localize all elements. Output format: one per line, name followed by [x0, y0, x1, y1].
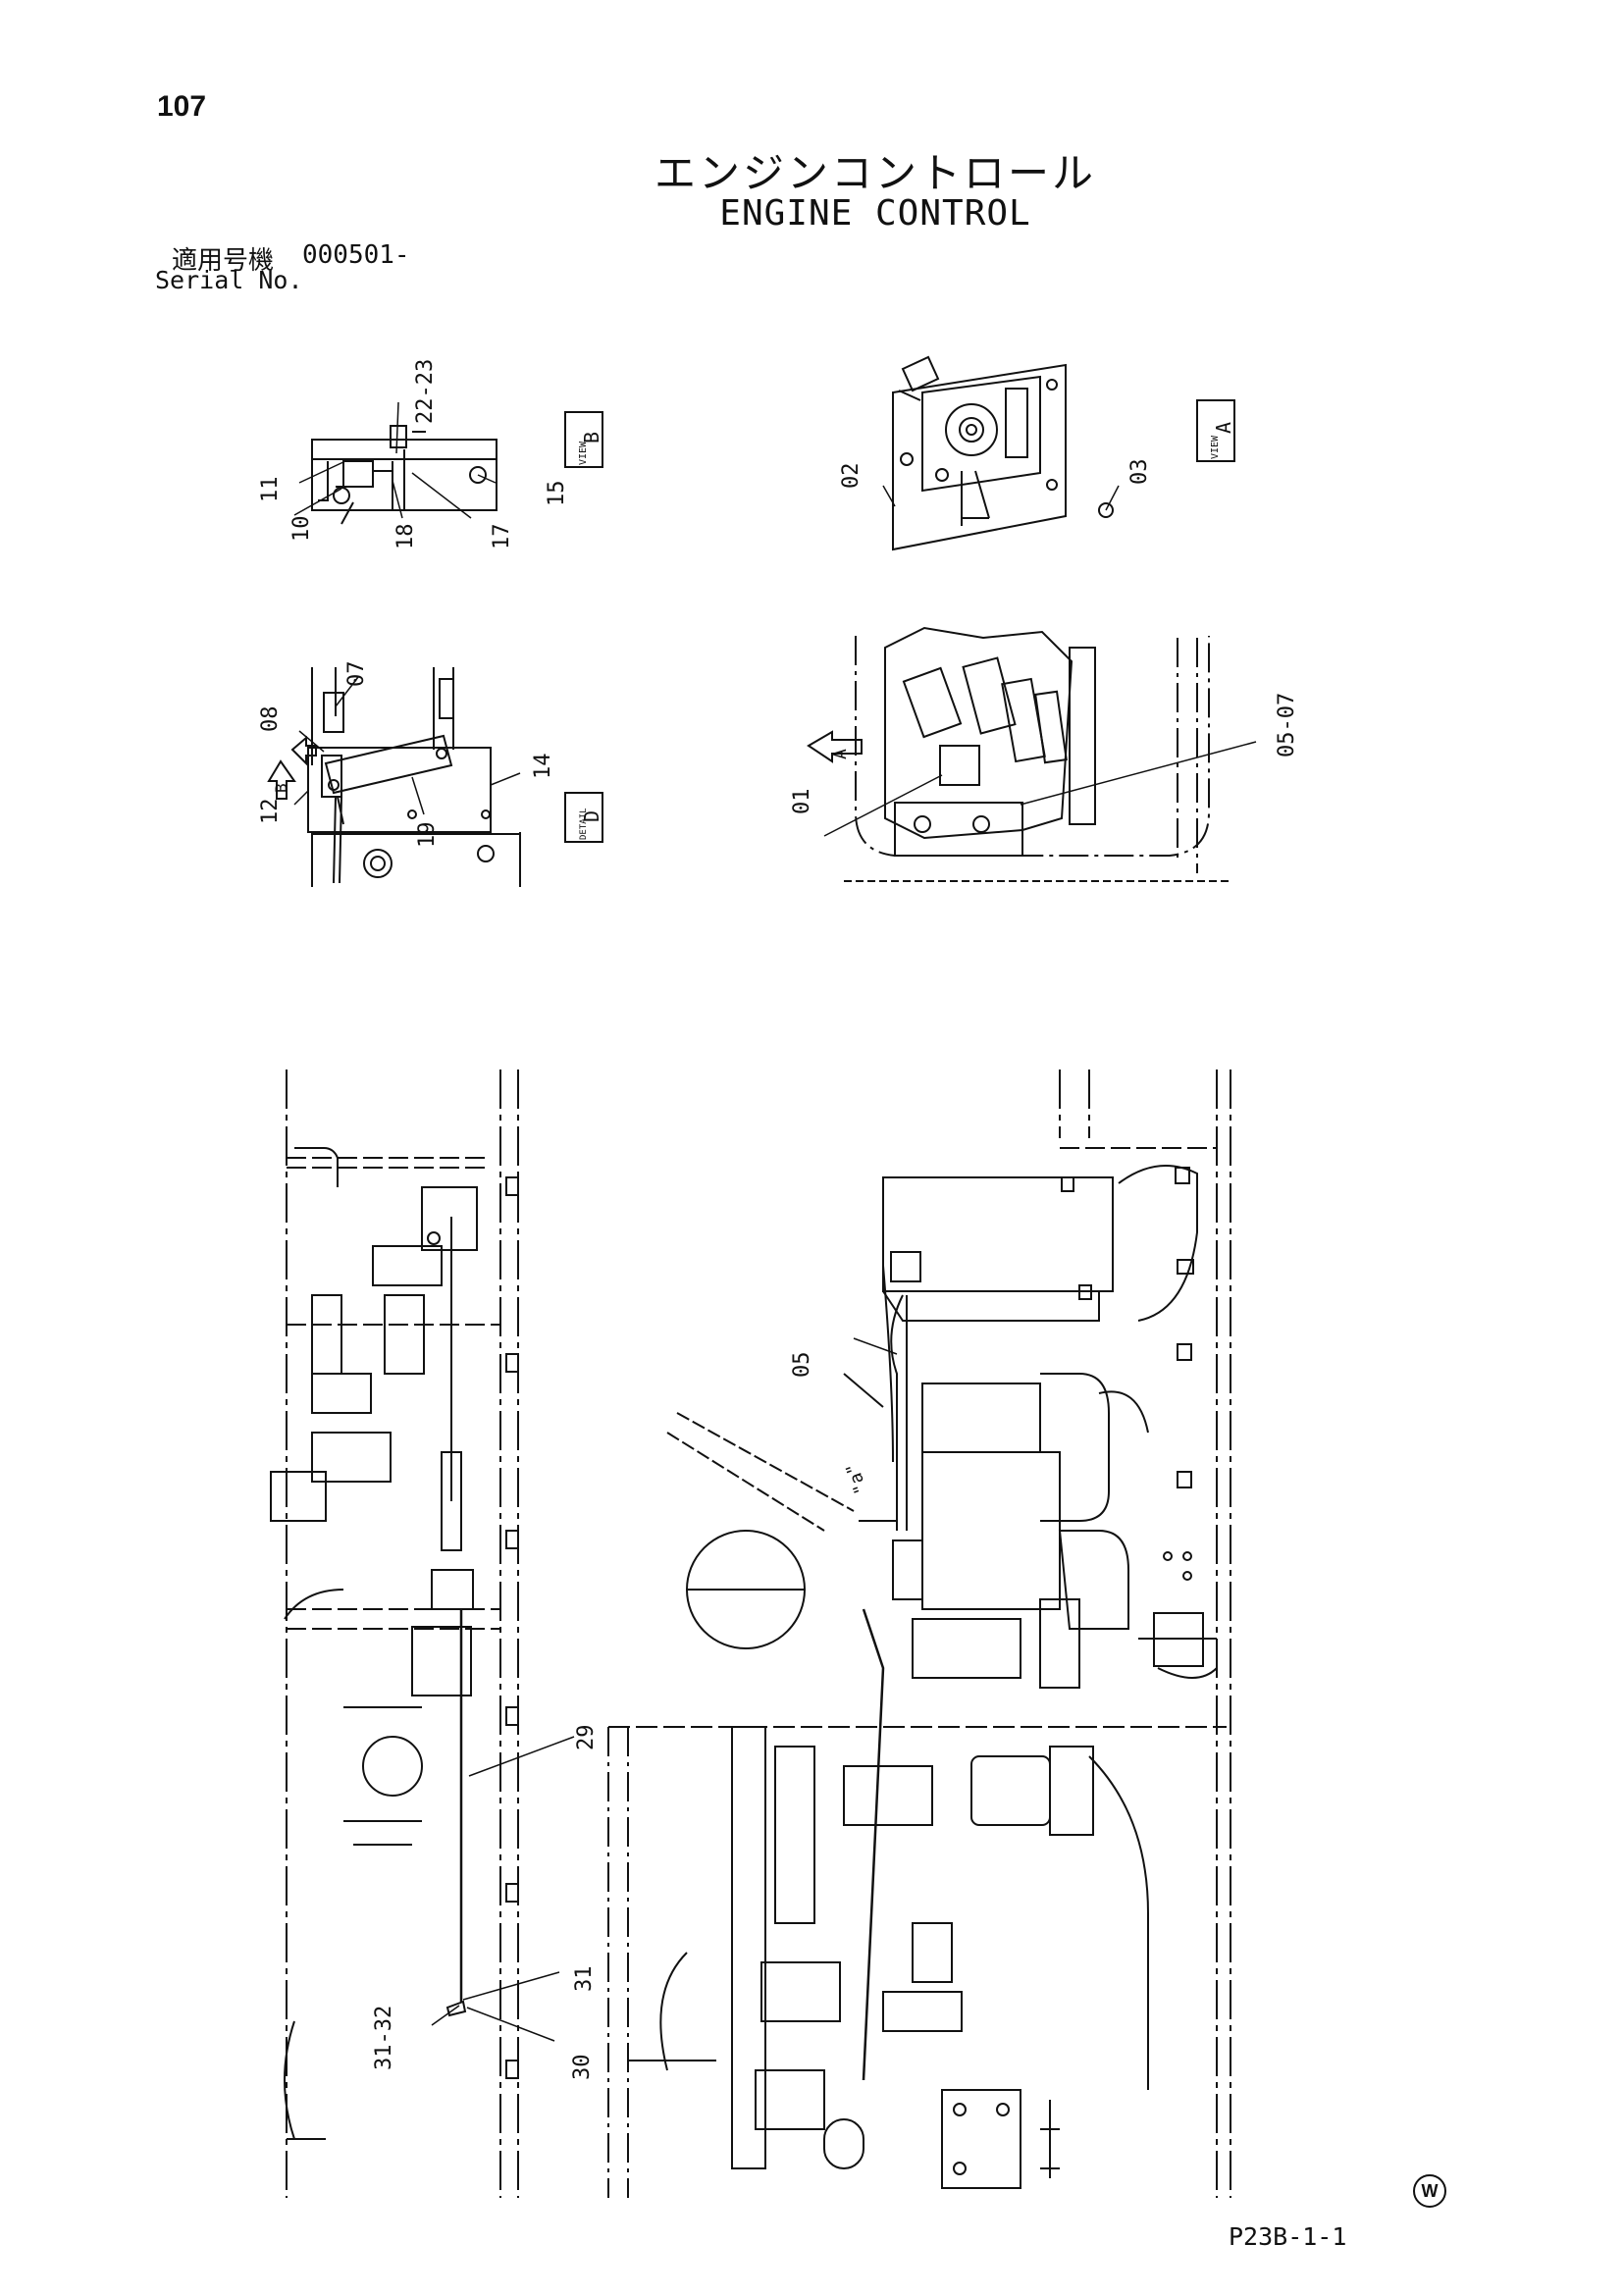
- view-a-drawing: [882, 355, 1120, 551]
- main-left-drawing: [270, 1070, 575, 2198]
- serial-label: Serial No.: [155, 266, 303, 294]
- arrow-b-label: B: [272, 783, 290, 793]
- detail-d-callouts: 07 08 12 19 14: [258, 661, 555, 849]
- callout-05-07: 05-07: [1275, 693, 1299, 757]
- callout-07: 07: [344, 661, 369, 688]
- detail-d-label: DETAIL D: [564, 792, 603, 843]
- callout-29: 29: [574, 1725, 599, 1751]
- engine-assembly-callouts: 01 05-07: [790, 693, 1299, 814]
- page-code: P23B-1-1: [1229, 2222, 1347, 2251]
- callout-05: 05: [790, 1352, 814, 1379]
- engine-assembly-arrow: A: [807, 730, 863, 763]
- arrow-a-label: A: [830, 749, 851, 759]
- callout-17: 17: [490, 524, 514, 550]
- callout-01: 01: [790, 789, 814, 815]
- callout-02: 02: [839, 463, 864, 490]
- detail-d-caption: DETAIL: [579, 808, 589, 840]
- callout-12: 12: [258, 799, 283, 825]
- callout-15: 15: [545, 481, 569, 507]
- serial-number-value: 000501-: [302, 240, 410, 270]
- view-b-callouts: 22-23 11 10 18 17 15: [258, 359, 569, 549]
- callout-18: 18: [393, 524, 418, 550]
- page-title-japanese: エンジンコントロール: [654, 149, 1096, 197]
- callout-22-23: 22-23: [413, 359, 438, 424]
- detail-d-letter: D: [580, 810, 603, 822]
- page-number: 107: [157, 90, 207, 123]
- detail-d-drawing: [290, 667, 521, 887]
- callout-31-32: 31-32: [372, 2006, 396, 2070]
- callout-31: 31: [572, 1966, 597, 1993]
- serial-label-japanese: 適用号機: [172, 246, 275, 276]
- callout-30: 30: [570, 2055, 595, 2081]
- detail-a-label: "a": [842, 1460, 872, 1497]
- callout-03: 03: [1127, 459, 1152, 486]
- view-b-caption: VIEW: [578, 441, 589, 465]
- callout-10: 10: [289, 516, 314, 543]
- view-a-caption: VIEW: [1210, 435, 1221, 459]
- view-a-label: VIEW A: [1196, 399, 1235, 462]
- page-title: ENGINE CONTROL: [719, 193, 1031, 234]
- engine-assembly-drawing: [823, 626, 1257, 882]
- detail-d-arrow: B: [267, 759, 296, 800]
- main-left-callouts: 29 31 31-32 30: [372, 1725, 599, 2081]
- callout-19: 19: [415, 822, 440, 849]
- view-a-callouts: 02 03: [839, 459, 1152, 490]
- main-right-callouts: 05 "a": [790, 1352, 872, 1497]
- corner-mark: W: [1413, 2174, 1446, 2208]
- view-b-label: VIEW B: [564, 411, 603, 468]
- view-b-drawing: [293, 401, 497, 525]
- view-a-letter: A: [1212, 422, 1235, 434]
- callout-08: 08: [258, 706, 283, 733]
- callout-11: 11: [258, 477, 283, 503]
- main-right-drawing: [607, 1070, 1231, 2198]
- view-b-letter: B: [580, 432, 603, 444]
- callout-14: 14: [531, 754, 555, 780]
